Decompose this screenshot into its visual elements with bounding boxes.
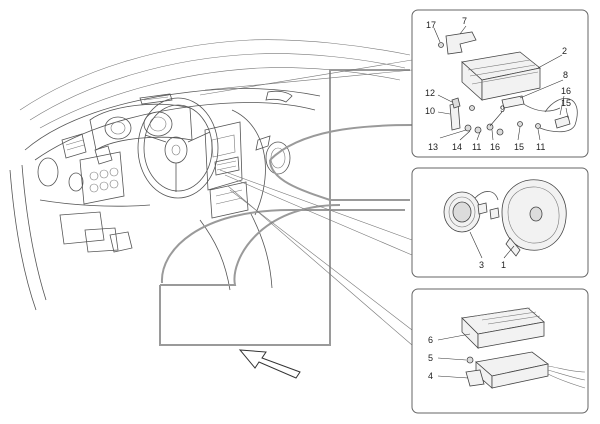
callout-label: 15	[514, 142, 524, 152]
callout-label: 7	[462, 16, 467, 26]
callout-label: 15	[561, 98, 571, 108]
callout-label: 10	[425, 106, 435, 116]
callout-label: 8	[563, 70, 568, 80]
panel-passenger-airbag: 17 7 2 8 16 15 12 10 9 13 14 11 16 15 11	[411, 9, 589, 158]
panel-control-unit: 6 5 4	[411, 288, 589, 414]
connector-lines	[159, 59, 413, 346]
dashboard-illustration	[9, 39, 411, 311]
callout-label: 3	[479, 260, 484, 270]
callout-label: 1	[501, 260, 506, 270]
callout-label: 14	[452, 142, 462, 152]
callout-label: 4	[428, 371, 433, 381]
callout-label: 11	[536, 142, 545, 152]
callout-label: 11	[472, 142, 481, 152]
direction-arrow	[238, 349, 301, 379]
callout-label: 12	[425, 88, 435, 98]
callout-label: 16	[490, 142, 500, 152]
callout-label: 17	[426, 20, 436, 30]
callout-label: 13	[428, 142, 438, 152]
panel-driver-airbag: 3 1	[411, 167, 589, 278]
callout-label: 16	[561, 86, 571, 96]
callout-label: 5	[428, 353, 433, 363]
callout-label: 2	[562, 46, 567, 56]
callout-label: 6	[428, 335, 433, 345]
callout-label: 9	[500, 104, 505, 114]
